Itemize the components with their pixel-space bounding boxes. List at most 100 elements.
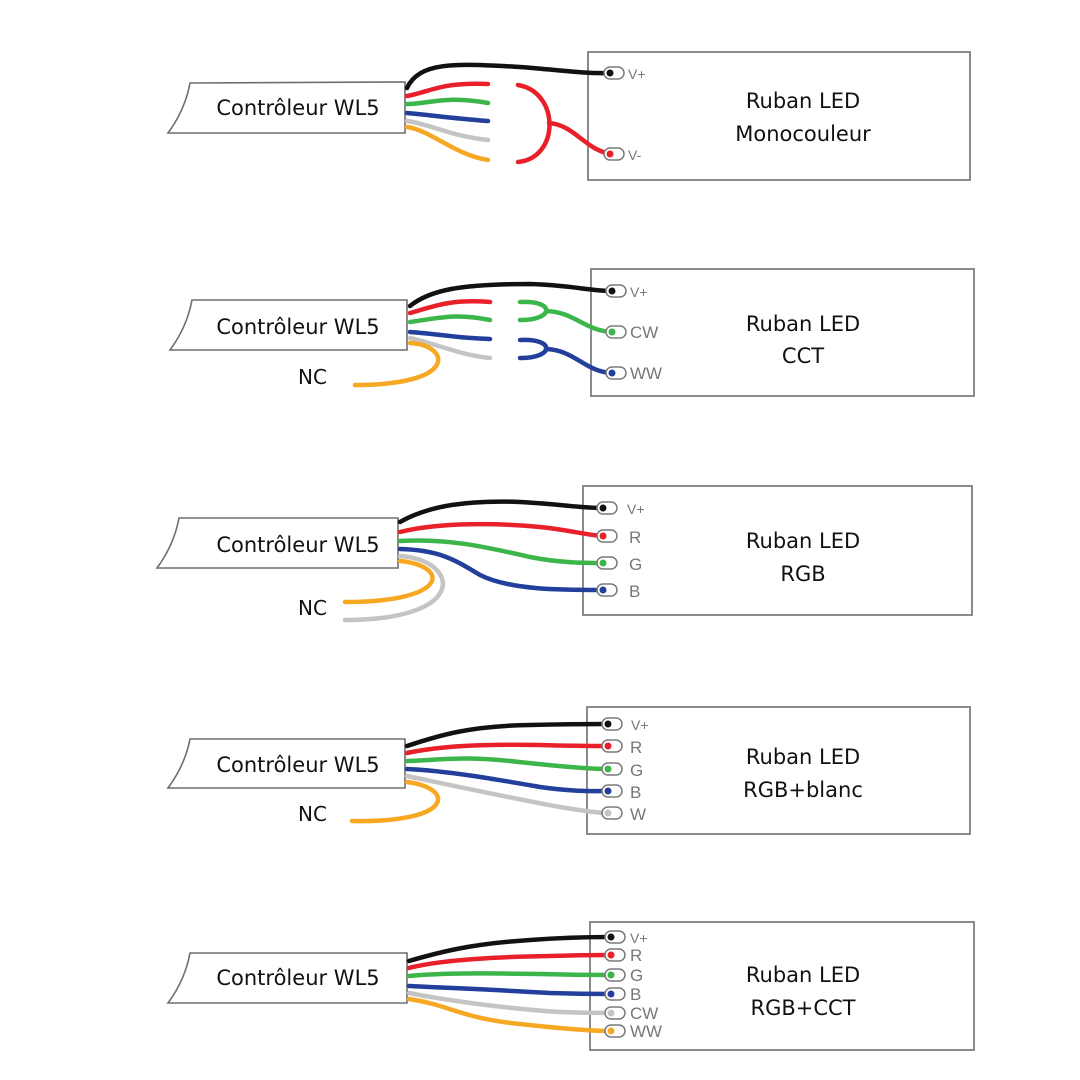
svg-text:B: B	[630, 985, 641, 1004]
svg-text:R: R	[629, 528, 641, 547]
wire-green	[406, 971, 614, 979]
strip-type: Monocouleur	[735, 122, 871, 146]
pin-v-minus: V-	[603, 147, 642, 163]
nc-label: NC	[298, 596, 327, 620]
controller-tag	[166, 81, 406, 134]
diagram-monocouleur: Contrôleur WL5 Ruban LED Monocouleur V+ …	[166, 51, 971, 181]
wire-grey	[407, 335, 493, 361]
pin-ww: WW	[604, 1022, 662, 1041]
svg-text:R: R	[630, 738, 642, 757]
wire-green	[407, 314, 493, 325]
pin-v-plus: V+	[603, 66, 646, 82]
wire-green	[397, 538, 606, 566]
svg-text:V+: V+	[628, 66, 646, 82]
svg-text:V-: V-	[628, 147, 642, 163]
wire-grey	[404, 773, 611, 816]
wire-blue	[404, 766, 611, 794]
led-strip-box	[589, 921, 975, 1051]
svg-text:B: B	[629, 582, 640, 601]
strip-title: Ruban LED	[746, 312, 860, 336]
pin-g: G	[601, 761, 643, 780]
nc-label: NC	[298, 802, 327, 826]
controller-label: Contrôleur WL5	[216, 96, 379, 120]
wire-black	[397, 499, 606, 525]
wire-blue-to-ww	[543, 346, 615, 376]
svg-text:V+: V+	[631, 717, 649, 733]
pin-r: R	[601, 738, 642, 757]
strip-type: RGB+blanc	[743, 778, 863, 802]
wire-orange-nc	[349, 779, 441, 824]
wire-black	[404, 721, 611, 749]
svg-text:W: W	[630, 805, 646, 824]
controller-label: Contrôleur WL5	[216, 533, 379, 557]
led-strip-box	[587, 51, 971, 181]
wire-blue	[407, 329, 493, 342]
pin-cw: CW	[605, 323, 658, 342]
controller-tag	[166, 738, 406, 789]
svg-text:CW: CW	[630, 323, 658, 342]
pin-g: G	[596, 555, 642, 574]
wire-red	[404, 742, 611, 756]
pin-r: R	[604, 946, 642, 965]
wire-grey	[406, 990, 614, 1016]
wire-blue	[406, 983, 614, 997]
pin-v-plus: V+	[604, 930, 648, 946]
pin-b: B	[596, 582, 640, 601]
diagram-rgb: Contrôleur WL5 NC Ruban LED RGB V+ R G	[155, 485, 973, 623]
wire-black	[406, 934, 614, 964]
controller-label: Contrôleur WL5	[216, 315, 379, 339]
pin-r: R	[596, 528, 641, 547]
svg-text:WW: WW	[630, 1022, 662, 1041]
strip-title: Ruban LED	[746, 963, 860, 987]
strip-type: RGB	[780, 562, 825, 586]
strip-title: Ruban LED	[746, 89, 860, 113]
led-strip-box	[590, 268, 975, 397]
wire-orange-nc	[352, 340, 441, 388]
wire-blue	[397, 546, 606, 593]
pin-cw: CW	[604, 1004, 658, 1023]
wire-blue	[404, 110, 491, 124]
led-strip-box	[586, 706, 971, 835]
wire-red	[397, 521, 606, 539]
wire-orange-nc	[342, 558, 435, 605]
svg-text:R: R	[630, 946, 642, 965]
pin-b: B	[604, 985, 641, 1004]
strip-type: RGB+CCT	[750, 996, 855, 1020]
pin-w: W	[601, 805, 646, 824]
strip-type: CCT	[782, 344, 824, 368]
led-strip-box	[582, 485, 973, 616]
svg-text:WW: WW	[630, 364, 662, 383]
wire-black	[404, 62, 613, 91]
diagram-cct: Contrôleur WL5 NC Ruban LED CCT V+ CW WW	[168, 268, 975, 397]
wire-grey-nc	[342, 553, 446, 623]
strip-title: Ruban LED	[746, 529, 860, 553]
nc-label: NC	[298, 365, 327, 389]
pin-g: G	[604, 966, 643, 985]
controller-tag	[155, 517, 399, 569]
wire-orange	[406, 996, 614, 1034]
diagram-rgb-blanc: Contrôleur WL5 NC Ruban LED RGB+blanc V+…	[166, 706, 971, 835]
controller-label: Contrôleur WL5	[216, 753, 379, 777]
svg-text:G: G	[630, 966, 643, 985]
controller-tag	[168, 299, 408, 351]
svg-text:G: G	[629, 555, 642, 574]
wire-black	[407, 281, 615, 309]
wire-green-join	[517, 299, 549, 323]
controller-tag	[166, 952, 408, 1004]
wire-red	[406, 952, 614, 971]
wire-grey	[404, 118, 491, 143]
pin-ww: WW	[605, 364, 662, 383]
wire-red	[404, 81, 491, 99]
controller-label: Contrôleur WL5	[216, 966, 379, 990]
wire-green	[404, 97, 491, 107]
pin-v-plus: V+	[601, 717, 649, 733]
wire-red	[407, 299, 493, 316]
svg-text:B: B	[630, 783, 641, 802]
svg-text:V+: V+	[630, 930, 648, 946]
wire-blue-join	[517, 337, 549, 361]
svg-text:V+: V+	[630, 284, 648, 300]
wire-green-to-cw	[543, 308, 615, 335]
svg-text:G: G	[630, 761, 643, 780]
wire-green	[404, 756, 611, 772]
